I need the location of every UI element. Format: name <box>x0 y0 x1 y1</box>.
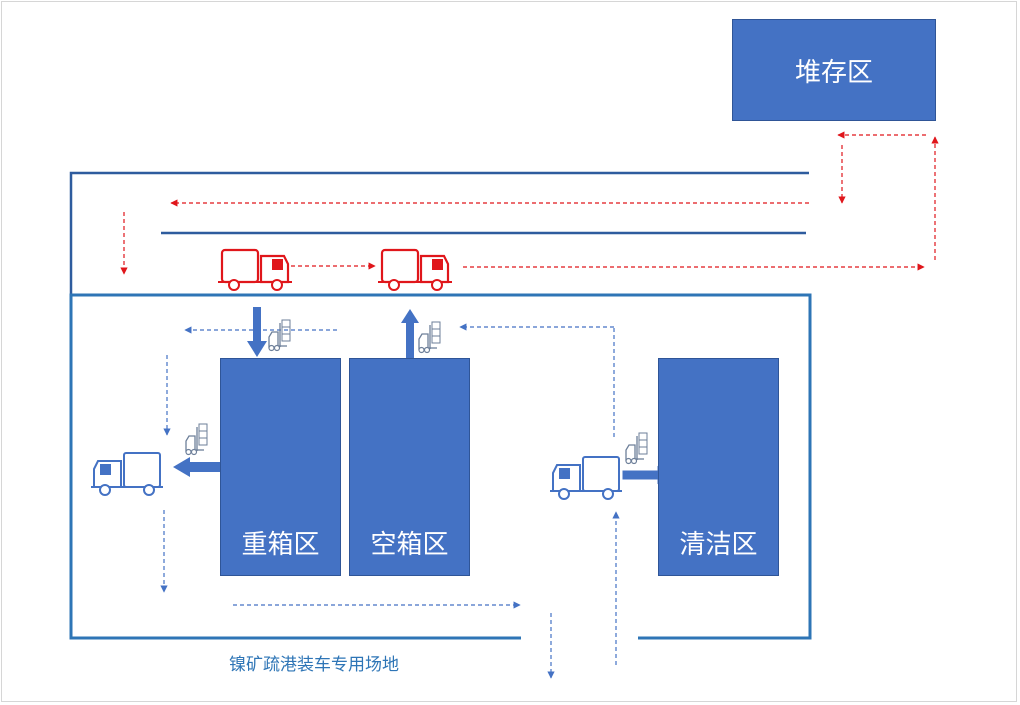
forklift-icon <box>418 321 441 354</box>
empty-truck-icon <box>549 456 623 500</box>
heavy-container-zone: 重箱区 <box>220 358 341 576</box>
road-lines <box>69 171 809 297</box>
loaded-truck-icon <box>216 248 294 292</box>
empty-container-zone: 空箱区 <box>349 358 470 576</box>
cleaning-zone: 清洁区 <box>658 358 779 576</box>
forklift-icon <box>268 319 291 352</box>
site-caption: 镍矿疏港装车专用场地 <box>229 655 399 675</box>
forklift-icon <box>625 432 648 465</box>
red-flow-arrows <box>120 131 939 275</box>
forklift-icon <box>185 423 208 456</box>
unload-arrow-down <box>247 307 267 357</box>
loaded-truck-icon <box>376 248 454 292</box>
load-arrow-up <box>401 309 419 360</box>
storage-zone: 堆存区 <box>732 19 936 121</box>
site-boundary <box>69 293 812 640</box>
blue-flow-arrows <box>160 323 620 679</box>
empty-truck-icon <box>90 452 164 496</box>
deliver-arrow-left <box>173 457 225 477</box>
